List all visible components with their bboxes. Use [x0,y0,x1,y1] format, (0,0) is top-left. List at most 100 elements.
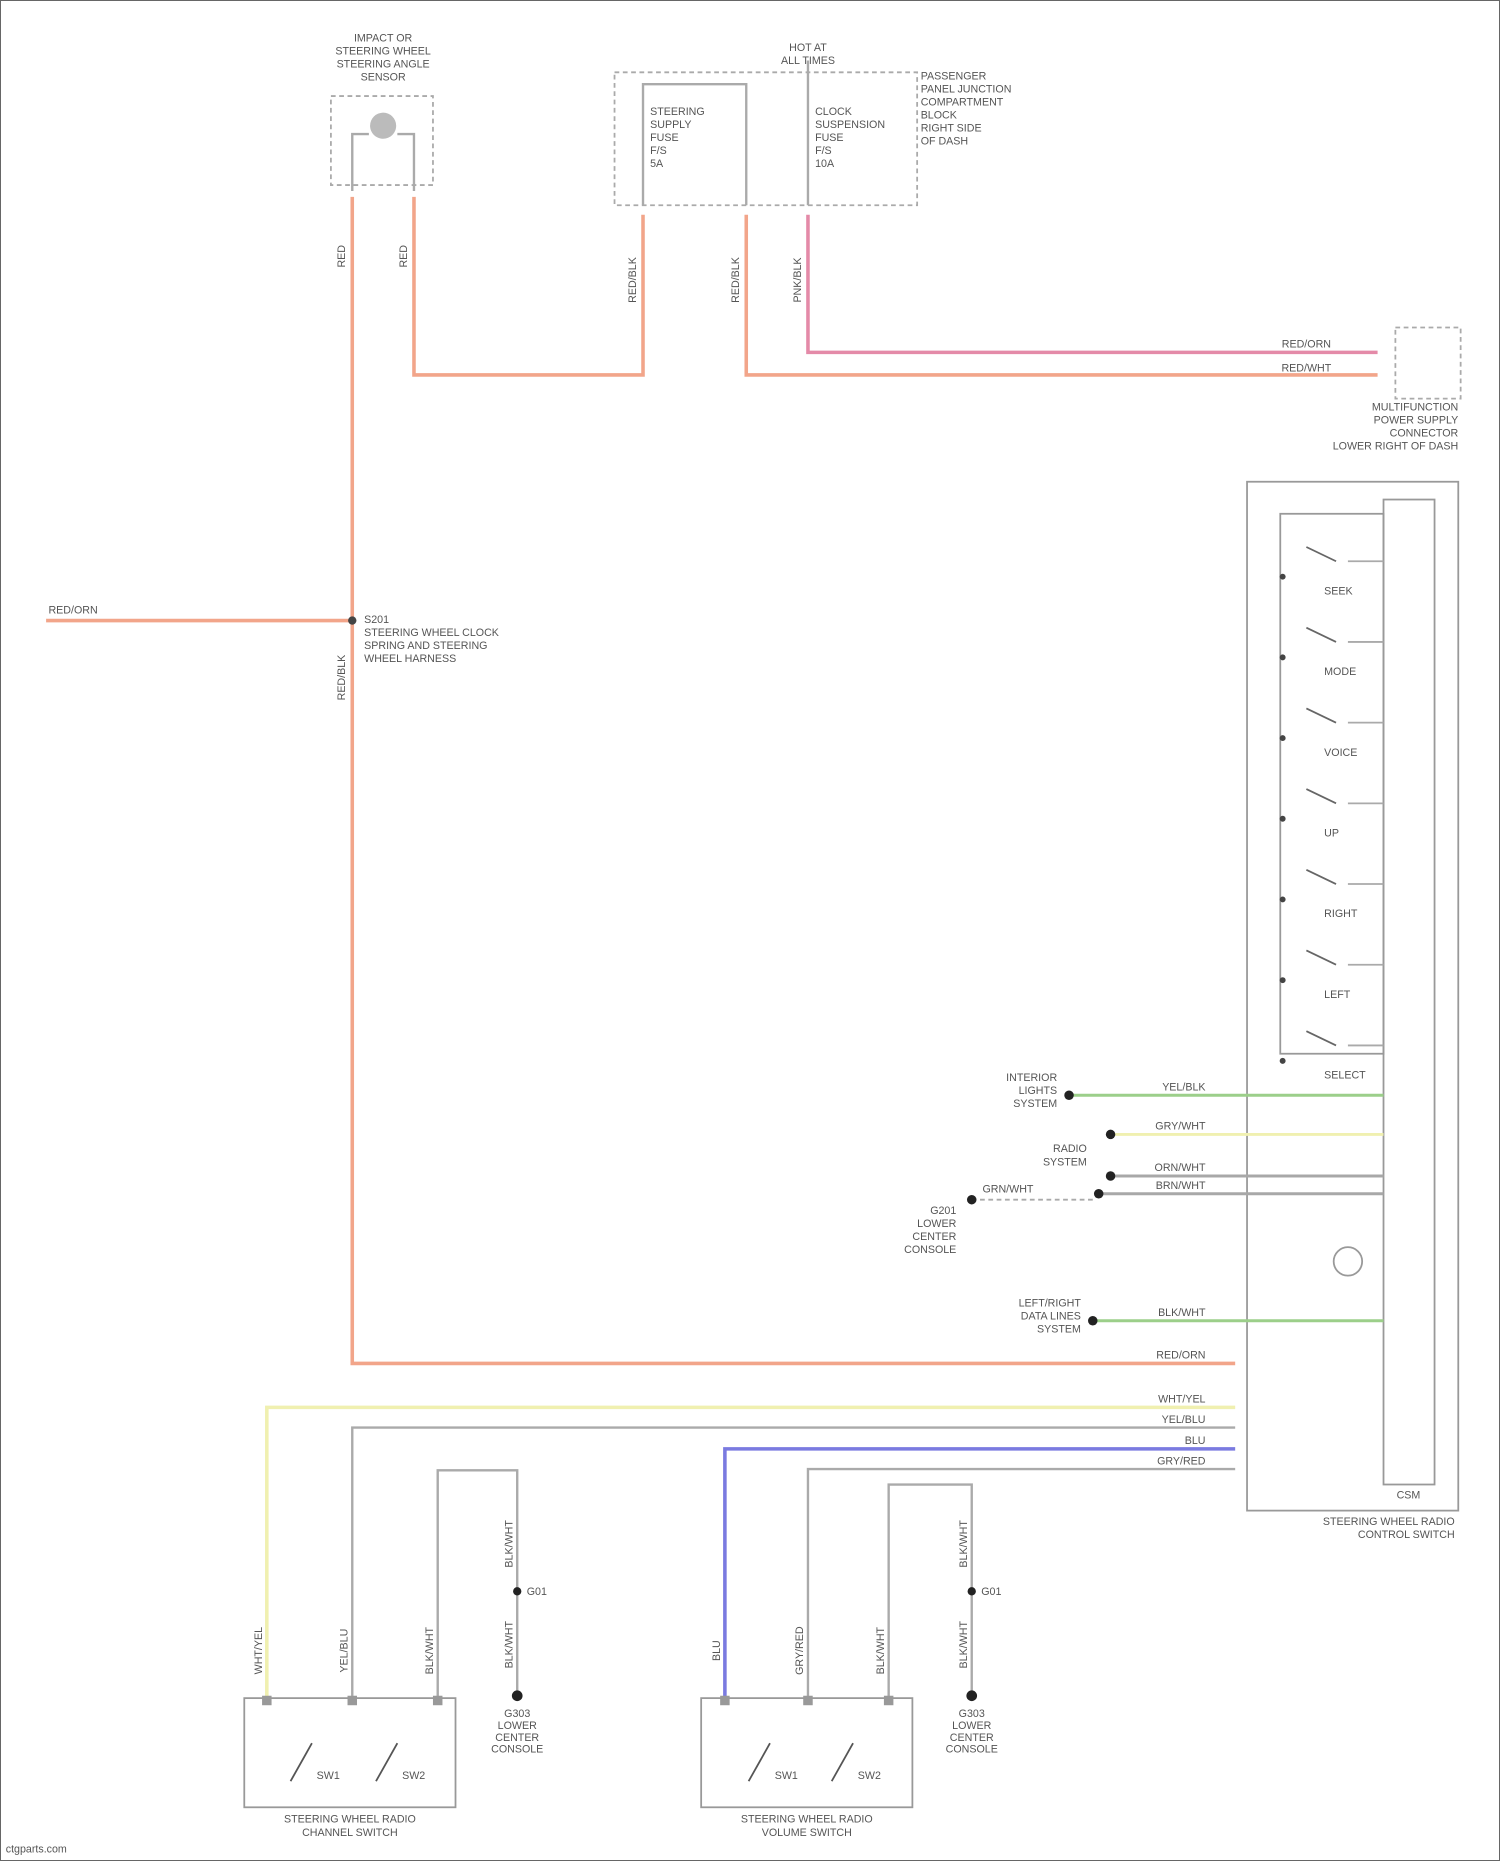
splice-dot [968,1587,976,1595]
connector-dot [1106,1130,1115,1139]
connector-dot [1106,1171,1115,1180]
wire-tag: BRN/WHT [1156,1180,1206,1192]
terminal [262,1696,271,1705]
splice-dot [348,616,356,624]
switch-label: UP [1324,828,1339,840]
switch-label: SW2 [858,1770,881,1782]
switch-contact-icon [1306,789,1336,803]
splice-label: G01 [527,1586,547,1598]
wire-tag: BLK/WHT [1158,1307,1206,1319]
junction-dot [1280,654,1286,660]
splice-label: G01 [981,1586,1001,1598]
switch-contact-icon [376,1743,397,1781]
switch-label: LEFT [1324,989,1351,1001]
wire-tag: ORN/WHT [1155,1162,1206,1174]
switch-label: RIGHT [1324,908,1358,920]
switch-contact-icon [291,1743,312,1781]
switch-label: SW1 [317,1770,340,1782]
wire-tag: YEL/BLK [1162,1082,1205,1094]
wire-tag: BLK/WHT [958,1520,970,1568]
power-supply-connector: MULTIFUNCTIONPOWER SUPPLYCONNECTORLOWER … [1333,327,1461,452]
wire-tag: RED/WHT [1281,362,1331,374]
ground-icon [512,1690,523,1701]
wire-tag: RED/BLK [627,257,639,303]
wire-orange-main [352,197,1235,1364]
wire-tag: RED/BLK [730,257,742,303]
ground-label: G303LOWERCENTERCONSOLE [946,1708,998,1756]
component-label: STEERING WHEEL RADIOCONTROL SWITCH [1323,1516,1455,1541]
switch-contact-icon [749,1743,770,1781]
switch-contact-icon [832,1743,853,1781]
switch-label: SW2 [402,1770,425,1782]
ground-icon [966,1690,977,1701]
system-label: G201LOWERCENTERCONSOLE [904,1205,956,1256]
wire-tag: GRY/RED [794,1626,806,1675]
switch-contact-icon [1306,708,1336,722]
connector-dot [1094,1189,1103,1198]
switch-contact-icon [1306,950,1336,964]
switch-label: SEEK [1324,585,1352,597]
wire-tag: BLK/WHT [503,1520,515,1568]
terminal [348,1696,357,1705]
wire-tag: GRN/WHT [982,1184,1033,1196]
switch-label: SELECT [1324,1070,1366,1082]
wire-orange-top [414,197,643,375]
wire-tag: BLK/WHT [424,1626,436,1674]
wire-tag: BLU [711,1640,723,1661]
ground-label: G303LOWERCENTERCONSOLE [491,1708,543,1756]
wire-label: RED/ORN [48,604,97,616]
wire-tag: BLK/WHT [503,1621,515,1669]
wire-tag: GRY/RED [1157,1455,1206,1467]
junction-dot [1280,735,1286,741]
connector-dot [1064,1091,1073,1100]
connector-dot [1088,1316,1097,1325]
switch-label: VOICE [1324,747,1357,759]
junction-dot [1280,896,1286,902]
resistor-icon [1334,1247,1362,1275]
wire-tag: YEL/BLU [1162,1414,1206,1426]
wire-tag: BLU [1185,1435,1206,1447]
junction-dot [1280,816,1286,822]
wire-tag: PNK/BLK [792,257,804,302]
wire-tag: WHT/YEL [1158,1394,1205,1406]
module-label: CSM [1397,1490,1421,1502]
wire-tag: WHT/YEL [253,1627,265,1674]
wire-tag: RED/BLK [336,655,348,701]
terminal [884,1696,893,1705]
wire-tag: GRY/WHT [1155,1121,1206,1133]
junction-dot [1280,574,1286,580]
connector-dot [967,1195,976,1204]
wire-gray-2 [808,1469,1235,1698]
wire-yellow [267,1407,1235,1698]
terminal [720,1696,729,1705]
junction-dot [1280,1058,1286,1064]
wire-pink [808,215,1378,353]
wire-tag: RED [336,245,348,268]
wire-tag: RED/ORN [1282,339,1331,351]
terminal [433,1696,442,1705]
switch-label: SW1 [775,1770,798,1782]
wire-tag: RED/ORN [1156,1350,1205,1362]
wire-tag: BLK/WHT [875,1626,887,1674]
sensor-icon [370,113,396,139]
wire-tag: RED [398,245,410,268]
wire-tag: YEL/BLU [339,1629,351,1673]
junction-dot [1280,977,1286,983]
splice-dot [513,1587,521,1595]
